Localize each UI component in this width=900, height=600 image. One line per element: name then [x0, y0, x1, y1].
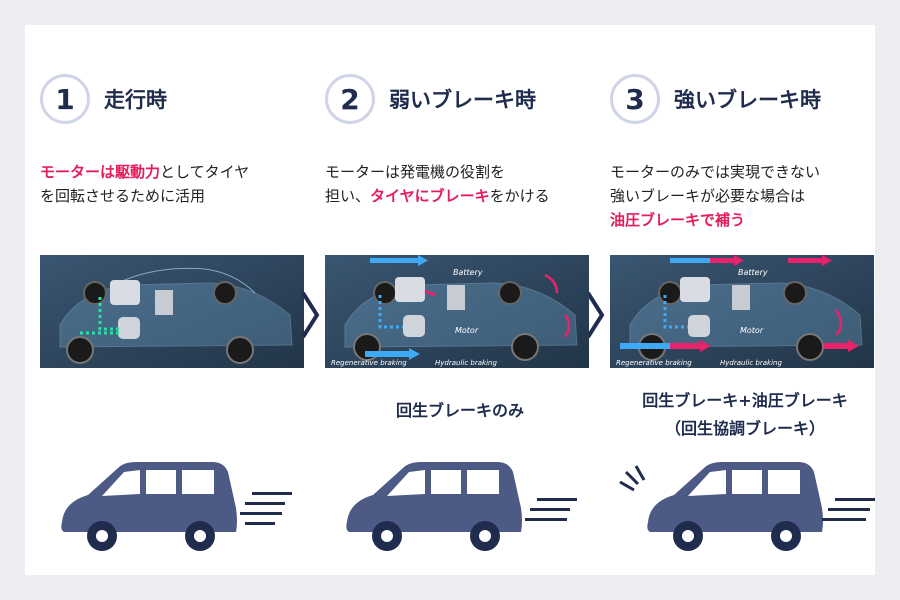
regen-label: Regenerative braking: [616, 359, 692, 367]
infographic-card: 1 走行時 モーターは駆動力としてタイヤ を回転させるために活用: [25, 25, 875, 575]
step-1: 1 走行時 モーターは駆動力としてタイヤ を回転させるために活用: [40, 25, 310, 575]
step-2-car-diagram: Battery Motor Regenerative braking Hydra…: [325, 255, 589, 368]
description-text: 強いブレーキが必要な場合は: [610, 187, 806, 205]
step-3-title: 強いブレーキ時: [674, 88, 821, 112]
step-2-title: 弱いブレーキ時: [389, 88, 536, 112]
step-1-title: 走行時: [104, 88, 167, 112]
step-1-desc-line-1: モーターは駆動力としてタイヤ: [40, 160, 310, 184]
description-text: をかける: [489, 187, 550, 205]
step-3: 3 強いブレーキ時 モーターのみでは実現できない 強いブレーキが必要な場合は 油…: [610, 25, 880, 575]
description-text: としてタイヤ: [160, 163, 250, 181]
step-2-number: 2: [325, 74, 375, 124]
step-1-header: 1 走行時: [40, 73, 167, 125]
step-3-car-diagram: Battery Motor Regenerative braking Hydra…: [610, 255, 874, 368]
chevron-right-icon: [301, 291, 320, 339]
motor-label: Motor: [740, 326, 764, 335]
step-2-van-illustration: [346, 462, 577, 551]
step-1-van-illustration: [61, 462, 292, 551]
step-3-desc-line-3: 油圧ブレーキで補う: [610, 208, 880, 232]
step-2-desc-line-2: 担い、タイヤにブレーキをかける: [325, 184, 595, 208]
step-3-van-illustration: [619, 462, 875, 551]
chevron-right-icon: [586, 291, 605, 339]
description-text: 担い、: [325, 187, 371, 205]
description-text: モーターは発電機の役割を: [325, 163, 506, 181]
highlighted-text: タイヤにブレーキ: [370, 187, 490, 205]
step-3-caption-1: 回生ブレーキ+油圧ブレーキ: [642, 391, 848, 410]
step-2: 2 弱いブレーキ時 モーターは発電機の役割を 担い、タイヤにブレーキをかける: [325, 25, 595, 575]
step-3-desc-line-1: モーターのみでは実現できない: [610, 160, 880, 184]
description-text: モーターのみでは実現できない: [610, 163, 821, 181]
highlighted-text: モーターは駆動力: [40, 163, 161, 181]
hydraulic-label: Hydraulic braking: [720, 359, 782, 367]
highlighted-text: 油圧ブレーキで補う: [610, 211, 746, 229]
step-3-desc-line-2: 強いブレーキが必要な場合は: [610, 184, 880, 208]
step-1-car-diagram: [40, 255, 304, 368]
step-1-number: 1: [40, 74, 90, 124]
step-2-desc-line-1: モーターは発電機の役割を: [325, 160, 595, 184]
step-2-header: 2 弱いブレーキ時: [325, 73, 536, 125]
battery-label: Battery: [738, 268, 768, 277]
step-1-description: モーターは駆動力としてタイヤ を回転させるために活用: [40, 160, 310, 208]
step-3-caption-2: （回生協調ブレーキ）: [664, 419, 825, 438]
description-text: を回転させるために活用: [40, 187, 206, 205]
step-3-header: 3 強いブレーキ時: [610, 73, 821, 125]
step-2-caption: 回生ブレーキのみ: [395, 401, 524, 420]
step-3-description: モーターのみでは実現できない 強いブレーキが必要な場合は 油圧ブレーキで補う: [610, 160, 880, 232]
step-1-desc-line-2: を回転させるために活用: [40, 184, 310, 208]
regen-label: Regenerative braking: [331, 359, 407, 367]
step-3-number: 3: [610, 74, 660, 124]
hydraulic-label: Hydraulic braking: [435, 359, 497, 367]
battery-label: Battery: [453, 268, 483, 277]
step-2-description: モーターは発電機の役割を 担い、タイヤにブレーキをかける: [325, 160, 595, 208]
motor-label: Motor: [455, 326, 479, 335]
